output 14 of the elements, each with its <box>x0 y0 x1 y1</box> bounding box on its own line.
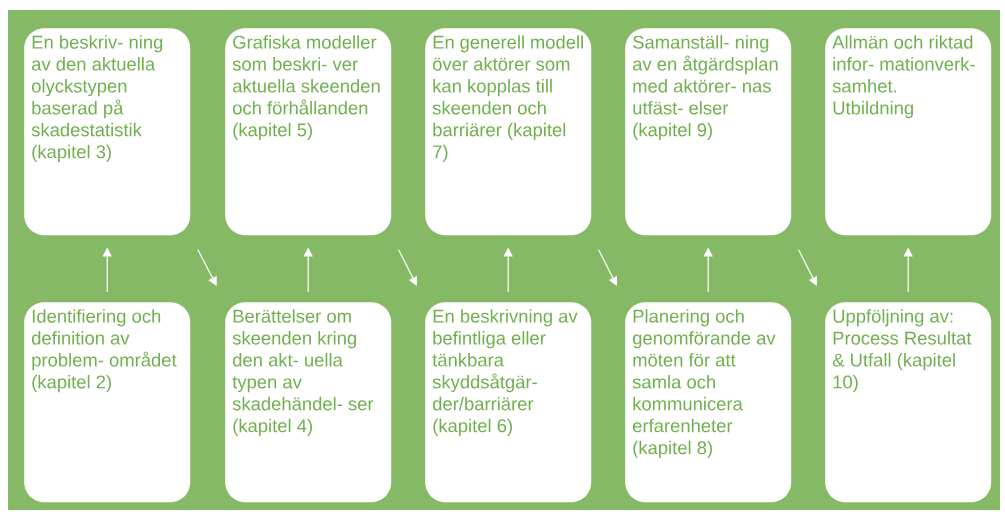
process-box: Uppföljning av: Process Resultat & Utfall (kapitel 10) <box>825 302 992 503</box>
process-box: Berättelser om skeenden kring den akt- uella typen av skadehändel- ser (kapitel 4) <box>225 302 392 503</box>
process-box: Allmän och riktad infor- mationverk- samhet. Utbildning <box>825 28 992 236</box>
arrow <box>798 249 817 286</box>
process-box: En beskrivning av befintliga eller tänkbara skyddsåtgär- der/barriärer (kapitel 6) <box>425 302 592 503</box>
arrow <box>398 249 417 286</box>
arrow <box>598 249 617 286</box>
process-box: Identifiering och definition av problem- området (kapitel 2) <box>24 302 191 503</box>
process-box: Samanställ- ning av en åtgärdsplan med aktörer- nas utfäst- elser (kapitel 9) <box>625 28 792 236</box>
process-box: Grafiska modeller som beskri- ver aktuella skeenden och förhållanden (kapitel 5) <box>225 28 392 236</box>
process-box: En beskriv- ning av den aktuella olyckstypen baserad på skadestatistik (kapitel 3) <box>24 28 191 236</box>
process-box: Planering och genomförande av möten för att samla och kommunicera erfarenheter (kapitel 8) <box>625 302 792 503</box>
arrow <box>197 249 217 286</box>
process-box: En generell modell över aktörer som kan kopplas till skeenden och barriärer (kapitel 7) <box>425 28 592 236</box>
